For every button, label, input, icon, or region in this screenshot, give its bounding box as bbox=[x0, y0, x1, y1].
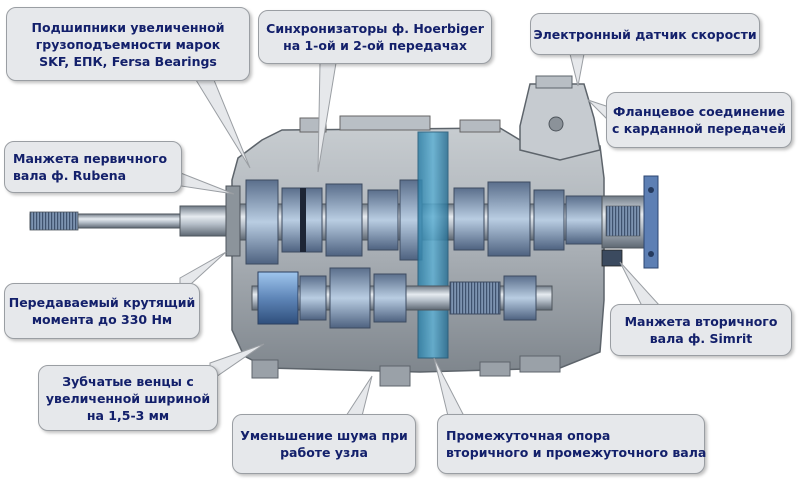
callout-text: грузоподъемности марок bbox=[35, 36, 221, 52]
callout-speed-sensor: Электронный датчик скорости bbox=[530, 13, 760, 55]
callout-text: на 1,5-3 мм bbox=[86, 407, 170, 423]
callout-text: с карданной передачей bbox=[611, 121, 787, 136]
callout-text: момента до 330 Нм bbox=[31, 312, 173, 327]
pointer-synchronizers bbox=[317, 62, 337, 173]
callout-bearings: Подшипники увеличенной грузоподъемности … bbox=[6, 7, 250, 81]
callout-text: Промежуточная опора bbox=[446, 428, 611, 443]
pointer-speed-sensor bbox=[569, 53, 585, 87]
callout-text: Манжета вторичного bbox=[624, 314, 778, 329]
callout-text: работе узла bbox=[280, 445, 368, 460]
callout-input-seal: Манжета первичного вала ф. Rubena bbox=[4, 141, 182, 193]
callout-text: Передаваемый крутящий bbox=[8, 295, 196, 310]
callout-synchronizers: Синхронизаторы ф. Hoerbiger на 1-ой и 2-… bbox=[258, 10, 492, 64]
callout-text: увеличенной шириной bbox=[45, 390, 211, 406]
pointer-bearings bbox=[195, 79, 251, 169]
callout-torque: Передаваемый крутящий момента до 330 Нм bbox=[4, 283, 200, 339]
pointer-noise bbox=[345, 375, 373, 417]
callout-text: Электронный датчик скорости bbox=[533, 26, 757, 42]
callout-output-seal: Манжета вторичного вала ф. Simrit bbox=[610, 304, 792, 356]
pointer-output-seal bbox=[619, 261, 662, 307]
pointer-gear-rims bbox=[209, 343, 265, 382]
callout-noise: Уменьшение шума при работе узла bbox=[232, 414, 416, 474]
pointer-intermediate-support bbox=[433, 357, 465, 417]
callout-text: Синхронизаторы ф. Hoerbiger bbox=[266, 21, 484, 36]
callout-text: SKF, ЕПК, Fersa Bearings bbox=[39, 53, 217, 69]
callout-flange: Фланцевое соединение с карданной передач… bbox=[606, 92, 792, 148]
callout-text: Фланцевое соединение bbox=[613, 104, 786, 119]
callout-text: вала ф. Rubena bbox=[13, 168, 127, 183]
callout-text: вала ф. Simrit bbox=[649, 331, 753, 346]
callout-text: вторичного и промежуточного вала bbox=[446, 445, 707, 460]
callout-intermediate-support: Промежуточная опора вторичного и промежу… bbox=[437, 414, 707, 474]
callout-text: на 1-ой и 2-ой передачах bbox=[283, 38, 467, 53]
callout-text: Уменьшение шума при bbox=[240, 428, 408, 443]
callout-text: Зубчатые венцы с bbox=[62, 373, 194, 389]
callout-gear-rims: Зубчатые венцы с увеличенной шириной на … bbox=[38, 365, 218, 431]
callout-text: Подшипники увеличенной bbox=[31, 19, 225, 35]
callout-text: Манжета первичного bbox=[13, 151, 168, 166]
